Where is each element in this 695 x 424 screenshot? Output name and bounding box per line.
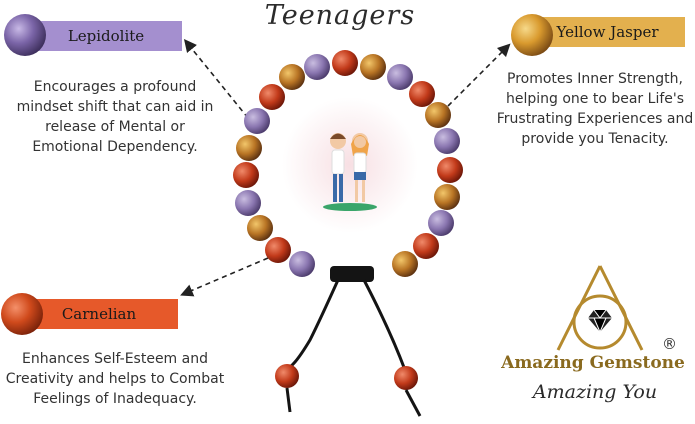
lepidolite-desc-line: Emotional Dependency. [32, 139, 198, 155]
carnelian-arrow [180, 257, 269, 297]
yellow-jasper-gem-icon [511, 14, 553, 56]
yellow-jasper-desc-line: helping one to bear Life's [505, 91, 685, 107]
yellow-jasper-desc-line: Frustrating Experiences and [496, 111, 694, 127]
brand-name: Amazing Gemstone [501, 353, 685, 373]
carnelian-description: Enhances Self-Esteem and Creativity and … [0, 349, 230, 409]
lepidolite-description: Encourages a profound mindset shift that… [10, 77, 220, 157]
carnelian-desc-line: Enhances Self-Esteem and [22, 351, 208, 367]
yellow-jasper-label: Yellow Jasper [530, 17, 685, 47]
lepidolite-desc-line: release of Mental or [45, 119, 185, 135]
lepidolite-arrow [183, 39, 249, 119]
lepidolite-gem-icon [4, 14, 46, 56]
bracelet-illustration [233, 50, 463, 417]
bracelet-beads [233, 50, 463, 277]
lepidolite-label: Lepidolite [30, 21, 182, 51]
page-title: Teenagers [264, 0, 416, 31]
lepidolite-desc-line: Encourages a profound [33, 79, 197, 95]
yellow-jasper-desc-line: provide you Tenacity. [521, 131, 669, 147]
carnelian-gem-icon [1, 293, 43, 335]
teenagers-figures [323, 133, 377, 211]
brand-logo-icon [556, 265, 644, 351]
lepidolite-desc-line: mindset shift that can aid in [16, 99, 214, 115]
carnelian-label: Carnelian [20, 299, 178, 329]
yellow-jasper-desc-line: Promotes Inner Strength, [507, 71, 683, 87]
carnelian-desc-line: Creativity and helps to Combat [5, 371, 225, 387]
yellow-jasper-description: Promotes Inner Strength, helping one to … [495, 69, 695, 149]
brand-tagline: Amazing You [532, 381, 658, 403]
yellow-jasper-arrow [447, 43, 511, 107]
bracelet-cord [275, 266, 422, 417]
carnelian-desc-line: Feelings of Inadequacy. [33, 391, 197, 407]
registered-mark: ® [662, 335, 677, 353]
